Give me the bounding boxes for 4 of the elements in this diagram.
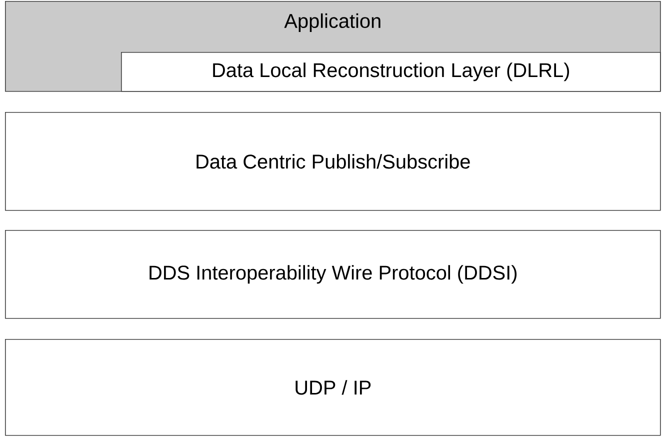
layer-box: Data Centric Publish/Subscribe [5,112,661,211]
layer-box: DDS Interoperability Wire Protocol (DDSI) [5,230,661,319]
layer-box: UDP / IP [5,339,661,436]
layer-box: Data Local Reconstruction Layer (DLRL) [121,52,661,92]
